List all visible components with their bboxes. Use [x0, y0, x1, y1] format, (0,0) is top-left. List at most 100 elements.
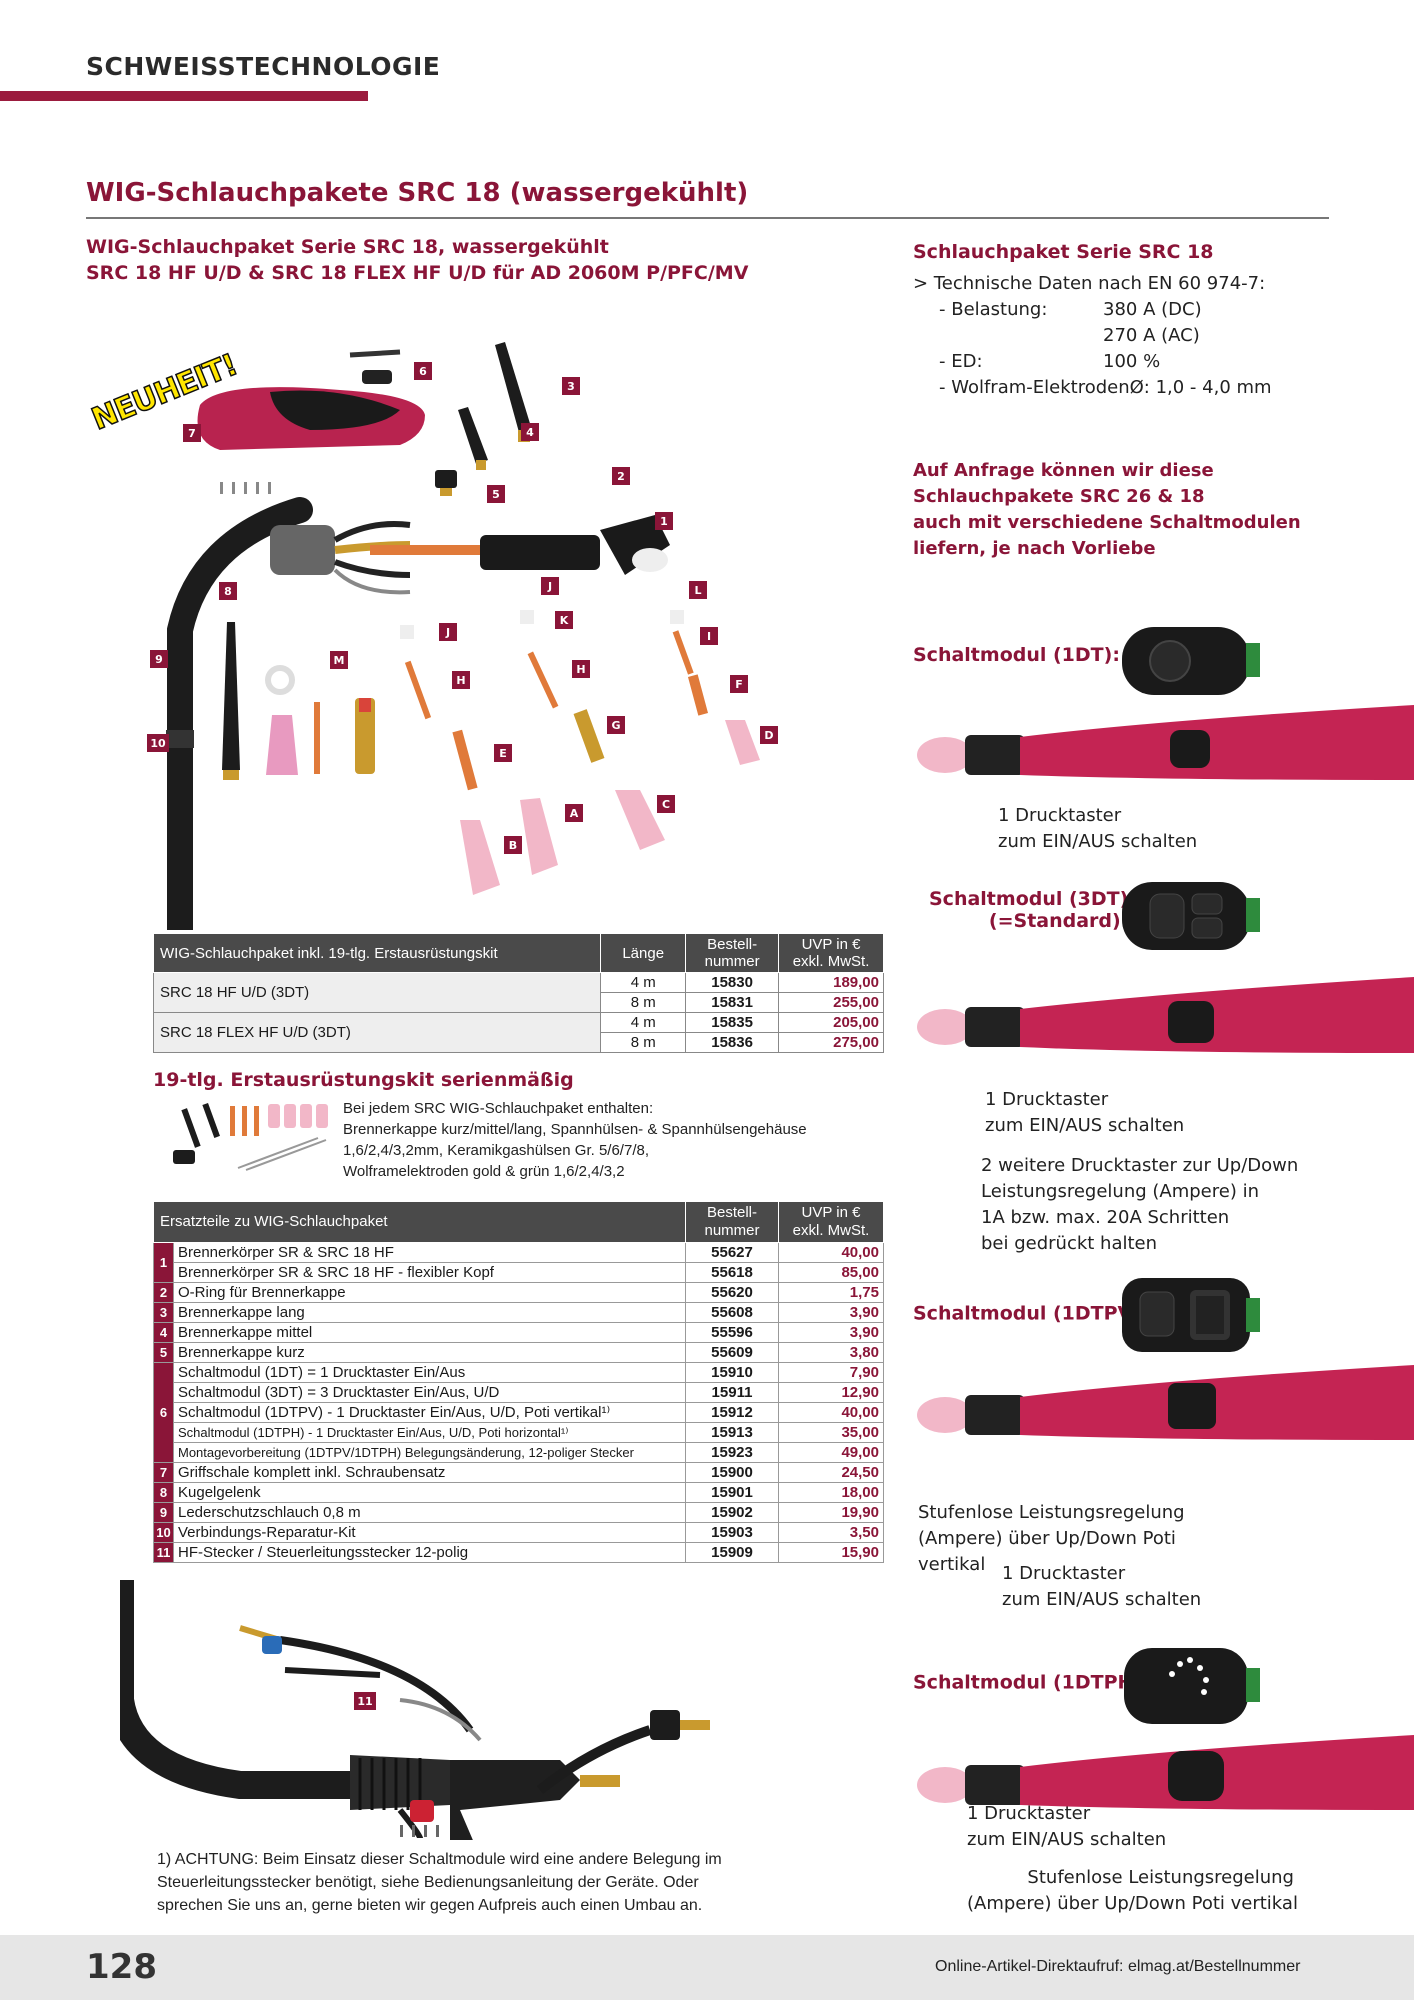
order-number-cell: 55618 — [685, 1262, 779, 1283]
part-tag-A: A — [565, 804, 583, 822]
module-3dt-label-line: Schaltmodul (3DT) — [929, 888, 1129, 910]
price-cell: 24,50 — [778, 1462, 884, 1483]
price-cell: 19,90 — [778, 1502, 884, 1523]
position-number: 9 — [153, 1502, 174, 1523]
cap-long-image — [495, 342, 532, 436]
order-number-cell: 15831 — [685, 992, 780, 1013]
spec-label — [939, 323, 1103, 349]
page-footer — [0, 1935, 1414, 2000]
col-order-number: Bestell- nummer — [685, 933, 780, 973]
footnote-line: Steuerleitungsstecker benötigt, siehe Be… — [157, 1874, 699, 1891]
part-tag-F: F — [730, 675, 748, 693]
col-length: Länge — [600, 933, 687, 973]
order-number-cell: 15923 — [685, 1442, 779, 1463]
screws-image — [220, 482, 271, 494]
order-number-cell: 15913 — [685, 1422, 779, 1443]
torch-1dt-image — [917, 705, 1414, 780]
section-accent-bar — [0, 91, 368, 101]
col-price: UVP in € exkl. MwSt. — [778, 933, 884, 973]
price-cell: 15,90 — [778, 1542, 884, 1563]
part-tag-8: 8 — [219, 582, 237, 600]
specs-intro: > Technische Daten nach EN 60 974-7: — [913, 273, 1266, 294]
title-divider — [86, 217, 1329, 219]
col-order-number: Bestell- nummer — [685, 1201, 779, 1243]
part-description: Lederschutzschlauch 0,8 m — [173, 1502, 686, 1523]
part-tag-I: I — [700, 627, 718, 645]
specs-block: > Technische Daten nach EN 60 974-7: - B… — [913, 271, 1272, 401]
part-tag-6: 6 — [414, 362, 432, 380]
kit-heading: 19-tlg. Erstausrüstungskit serienmäßig — [153, 1069, 574, 1091]
order-number-cell: 55608 — [685, 1302, 779, 1323]
spec-value: 270 A (AC) — [1103, 325, 1200, 346]
kit-line: Wolframelektroden gold & grün 1,6/2,4/3,… — [343, 1163, 625, 1180]
kit-line: Brennerkappe kurz/mittel/lang, Spannhüls… — [343, 1121, 807, 1138]
torch-exploded-view — [166, 342, 760, 930]
part-tag-M: M — [330, 651, 348, 669]
part-description: Schaltmodul (1DT) = 1 Drucktaster Ein/Au… — [173, 1362, 686, 1383]
price-cell: 18,00 — [778, 1482, 884, 1503]
kit-line: Bei jedem SRC WIG-Schlauchpaket enthalte… — [343, 1100, 654, 1117]
price-cell: 3,90 — [778, 1302, 884, 1323]
caption-line: Stufenlose Leistungsregelung — [1027, 1867, 1294, 1888]
part-tag-4: 4 — [521, 423, 539, 441]
position-number: 7 — [153, 1462, 174, 1483]
part-tag-L: L — [689, 581, 707, 599]
length-cell: 4 m — [600, 1012, 687, 1033]
price-cell: 3,90 — [778, 1322, 884, 1343]
part-tag-J2: J — [541, 577, 559, 595]
caption-line: zum EIN/AUS schalten — [967, 1829, 1167, 1850]
module-3dt-caption-2: 2 weitere Drucktaster zur Up/Down Leistu… — [981, 1153, 1298, 1257]
subtitle-line-2: SRC 18 HF U/D & SRC 18 FLEX HF U/D für A… — [86, 262, 749, 284]
part-description: Brennerkörper SR & SRC 18 HF — [173, 1242, 686, 1263]
caption-line: vertikal — [918, 1554, 986, 1575]
torch-1dtpv-image — [917, 1365, 1414, 1440]
section-heading: SCHWEISSTECHNOLOGIE — [86, 52, 441, 81]
caption-line: 1A bzw. max. 20A Schritten — [981, 1207, 1230, 1228]
cap-medium-image — [458, 407, 488, 464]
price-cell: 12,90 — [778, 1382, 884, 1403]
part-description: Griffschale komplett inkl. Schraubensatz — [173, 1462, 686, 1483]
module-3dt-caption-1: 1 Drucktaster zum EIN/AUS schalten — [985, 1087, 1184, 1139]
module-1dtph-label-text: Schaltmodul (1DTPH) — [913, 1671, 1143, 1694]
torch-1dtph-image — [917, 1735, 1414, 1810]
product-name: SRC 18 HF U/D (3DT) — [152, 972, 602, 1013]
request-note-line: liefern, je nach Vorliebe — [913, 538, 1156, 559]
part-tag-5: 5 — [487, 485, 505, 503]
spec-row: - ED:100 % — [939, 349, 1272, 375]
order-number-cell: 15900 — [685, 1462, 779, 1483]
table-row: Schaltmodul (1DTPV) - 1 Drucktaster Ein/… — [154, 1402, 884, 1423]
module-1dtpv-caption-2: 1 Drucktaster zum EIN/AUS schalten — [1002, 1561, 1201, 1613]
torch-body-image — [480, 535, 600, 570]
table-row: 8 m 15831 255,00 — [154, 992, 884, 1013]
table-header-row: WIG-Schlauchpaket inkl. 19-tlg. Erstausr… — [152, 933, 884, 973]
part-description: Kugelgelenk — [173, 1482, 686, 1503]
order-number-cell: 15909 — [685, 1542, 779, 1563]
hose-ring — [166, 730, 194, 748]
subtitle-line-1: WIG-Schlauchpaket Serie SRC 18, wasserge… — [86, 236, 609, 258]
ball-joint-image — [270, 525, 335, 575]
price-cell: 40,00 — [778, 1242, 884, 1263]
caption-line: 2 weitere Drucktaster zur Up/Down — [981, 1155, 1299, 1176]
module-3dt-image — [1122, 882, 1260, 950]
col-price: UVP in € exkl. MwSt. — [778, 1201, 884, 1243]
price-cell: 3,50 — [778, 1522, 884, 1543]
hose-connector-image — [120, 1580, 710, 1840]
part-tag-1: 1 — [655, 512, 673, 530]
order-number-cell: 15902 — [685, 1502, 779, 1523]
part-description: Schaltmodul (1DTPH) - 1 Drucktaster Ein/… — [173, 1422, 686, 1443]
order-number-cell: 15910 — [685, 1362, 779, 1383]
spec-value: 100 % — [1103, 351, 1161, 372]
price-cell: 1,75 — [778, 1282, 884, 1303]
collet-bodies-image — [404, 630, 709, 791]
part-description: O-Ring für Brennerkappe — [173, 1282, 686, 1303]
part-description: Verbindungs-Reparatur-Kit — [173, 1522, 686, 1543]
online-link-text: Online-Artikel-Direktaufruf: elmag.at/Be… — [935, 1958, 1301, 1975]
part-tag-10: 10 — [147, 734, 169, 752]
